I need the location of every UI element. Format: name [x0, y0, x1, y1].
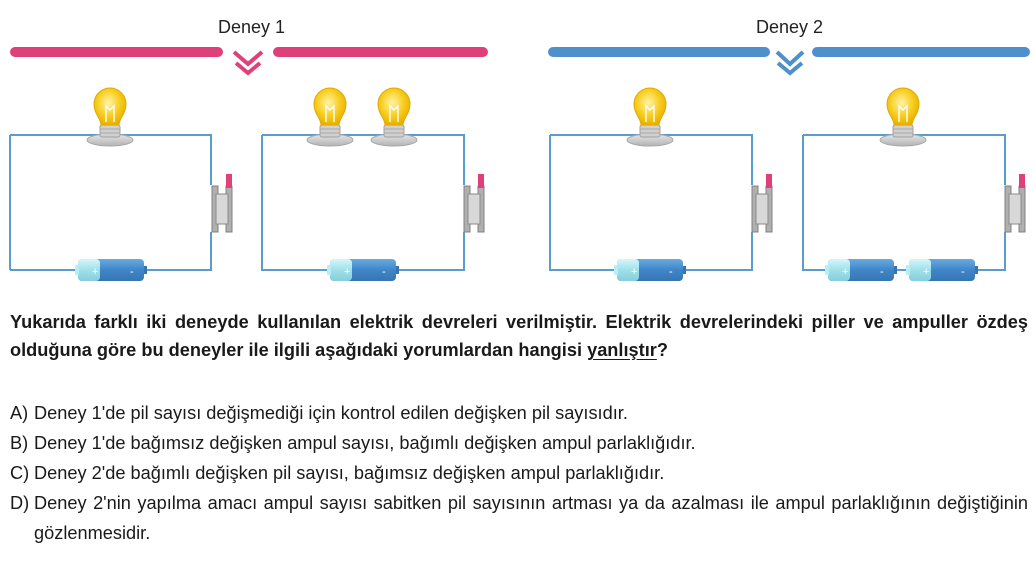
bulb-icon: [306, 87, 354, 147]
switch-icon: [463, 173, 485, 233]
battery-minus-label: -: [880, 266, 884, 278]
battery-icon: + -: [327, 259, 399, 281]
deney-2-title: Deney 2: [756, 17, 824, 37]
battery-minus-label: -: [669, 266, 673, 278]
bulb-icon: [879, 87, 927, 147]
question-mark: ?: [656, 340, 668, 360]
option-text: Deney 1'de bağımsız değişken ampul sayıs…: [34, 433, 696, 453]
option-text: Deney 1'de pil sayısı değişmediği için k…: [34, 403, 628, 423]
circuit-1: + -: [9, 87, 233, 281]
circuit-3: + -: [549, 87, 773, 281]
option-b[interactable]: B) Deney 1'de bağımsız değişken ampul sa…: [10, 428, 1028, 458]
deney-2-header-bar: [548, 47, 1030, 76]
bulb-icon: [626, 87, 674, 147]
answer-options: A) Deney 1'de pil sayısı değişmediği içi…: [10, 398, 1028, 548]
switch-icon: [1004, 173, 1026, 233]
circuit-4: + - + -: [802, 87, 1026, 281]
battery-minus-label: -: [961, 266, 965, 278]
battery-plus-label: +: [631, 266, 637, 278]
option-a[interactable]: A) Deney 1'de pil sayısı değişmediği içi…: [10, 398, 1028, 428]
option-letter: C): [10, 463, 30, 483]
battery-plus-label: +: [92, 266, 98, 278]
battery-plus-label: +: [344, 266, 350, 278]
bulb-icon: [86, 87, 134, 147]
battery-icon: + -: [906, 259, 978, 281]
option-c[interactable]: C) Deney 2'de bağımlı değişken pil sayıs…: [10, 458, 1028, 488]
deney-1-header-bar: [10, 47, 488, 76]
option-text: Deney 2'nin yapılma amacı ampul sayısı s…: [34, 493, 1028, 543]
option-letter: D): [10, 493, 30, 513]
battery-icon: + -: [614, 259, 686, 281]
question-text: Yukarıda farklı iki deneyde kullanılan e…: [10, 308, 1028, 364]
option-d[interactable]: D) Deney 2'nin yapılma amacı ampul sayıs…: [10, 488, 1028, 548]
option-letter: B): [10, 433, 29, 453]
battery-minus-label: -: [130, 266, 134, 278]
experiment-figure: + - + - + -: [9, 17, 1030, 281]
bulb-icon: [370, 87, 418, 147]
battery-icon: + -: [75, 259, 147, 281]
question-emphasis: yanlıştır: [587, 340, 657, 360]
battery-plus-label: +: [842, 266, 848, 278]
battery-minus-label: -: [382, 266, 386, 278]
deney-1-title: Deney 1: [218, 17, 286, 37]
option-text: Deney 2'de bağımlı değişken pil sayısı, …: [34, 463, 665, 483]
switch-icon: [751, 173, 773, 233]
circuits-illustration: + - + - + -: [9, 47, 1030, 281]
question-body: Yukarıda farklı iki deneyde kullanılan e…: [10, 312, 1028, 360]
battery-plus-label: +: [923, 266, 929, 278]
battery-icon: + -: [825, 259, 897, 281]
option-letter: A): [10, 403, 29, 423]
switch-icon: [211, 173, 233, 233]
circuit-2: + -: [261, 87, 485, 281]
